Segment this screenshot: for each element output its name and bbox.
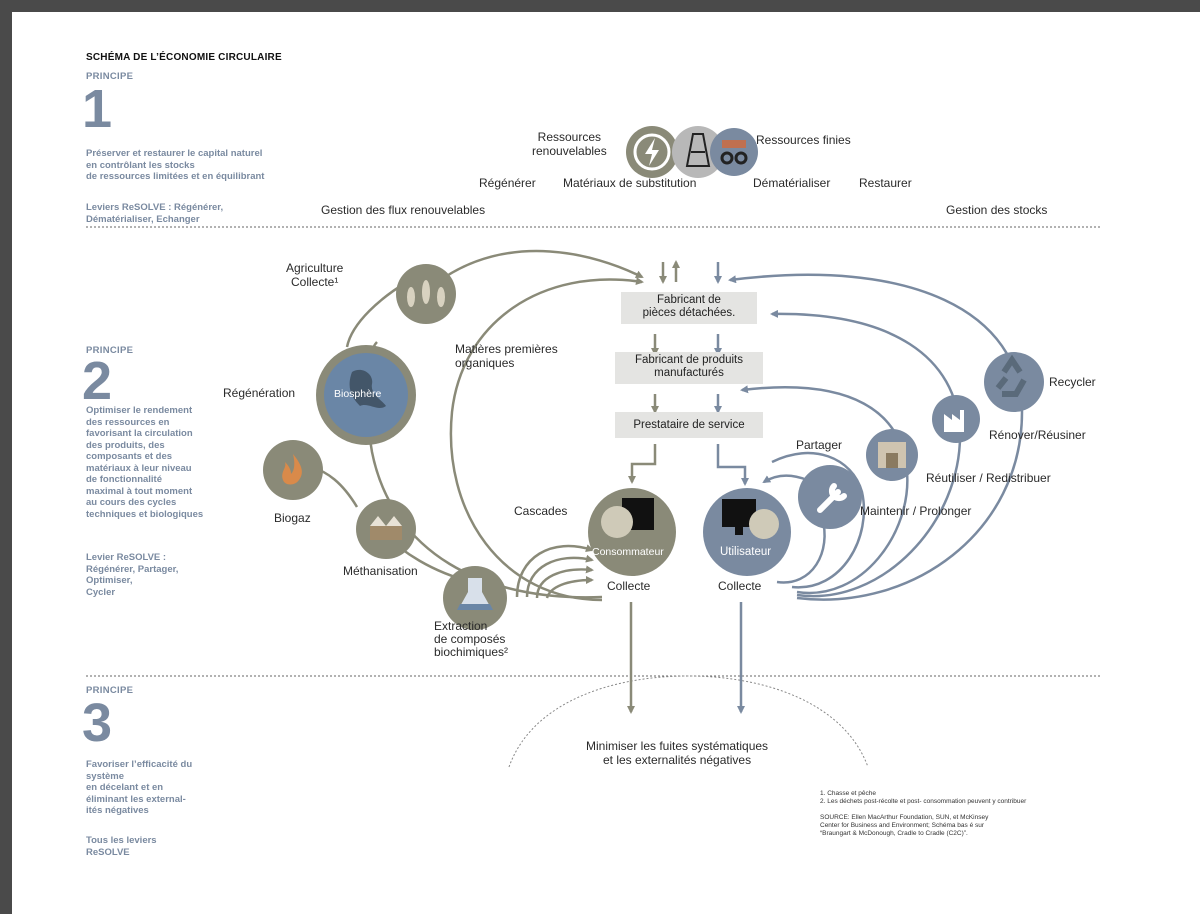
collect-left-label: Collecte: [607, 579, 651, 593]
flask-icon: [458, 578, 492, 610]
collect-right-label: Collecte: [718, 579, 762, 593]
arrow-service-user: [716, 444, 749, 486]
consumer-label: Consommateur: [592, 546, 664, 558]
diagram-graphics: [86, 126, 1100, 768]
regenerate-label: Régénérer: [479, 176, 536, 190]
oil-derrick-icon: [685, 133, 711, 167]
flow-agri-to-parts: [444, 249, 644, 279]
flame-icon: [282, 454, 302, 485]
principle-3-label: PRINCIPE: [86, 685, 134, 696]
finite-resources-label: Ressources finies: [756, 133, 851, 147]
share-arrow: [762, 474, 808, 484]
mine-cart-icon: [722, 140, 746, 148]
flow-management-label: Gestion des flux renouvelables: [321, 203, 486, 217]
cascade-2: [525, 554, 594, 598]
wrench-icon: [817, 483, 847, 513]
diagram-title: SCHÉMA DE L’ÉCONOMIE CIRCULAIRE: [86, 52, 282, 63]
dematerialize-label: Dématérialiser: [753, 176, 831, 190]
cascade-3: [535, 565, 594, 599]
reuse-label: Réutiliser / Redistribuer: [926, 471, 1051, 485]
loop-maintain: [771, 451, 866, 589]
maintain-label: Maintenir / Prolonger: [860, 504, 972, 518]
share-label: Partager: [796, 438, 843, 452]
cascades-label: Cascades: [514, 504, 568, 518]
cascade-1: [515, 544, 594, 598]
principle-1-levers: Leviers ReSOLVE : Régénérer,Dématérialis…: [86, 202, 224, 225]
diagram-page: SCHÉMA DE L’ÉCONOMIE CIRCULAIRE PRINCIPE…: [12, 12, 1200, 914]
loop-recycle: [728, 273, 1024, 601]
principle-2-levers: Levier ReSOLVE :Régénérer, Partager,Opti…: [86, 552, 179, 598]
stock-management-label: Gestion des stocks: [946, 203, 1048, 217]
methanisation-label: Méthanisation: [343, 564, 418, 578]
biosphere-label: Biosphère: [334, 388, 382, 400]
principle-3-number: 3: [82, 693, 113, 753]
methanisation-icon: [370, 526, 402, 540]
user-label: Utilisateur: [720, 546, 772, 558]
recycle-label: Recycler: [1049, 375, 1096, 389]
principle-2-label: PRINCIPE: [86, 345, 134, 356]
principle-1-label: PRINCIPE: [86, 71, 134, 82]
principle-1-desc: Préserver et restaurer le capital nature…: [86, 148, 265, 182]
regeneration-label: Régénération: [223, 386, 296, 400]
recycle-icon: [995, 354, 1027, 397]
globe-land: [349, 369, 386, 408]
substitution-label: Matériaux de substitution: [563, 176, 697, 190]
arrow-service-consumer: [628, 444, 657, 484]
principle-2-number: 2: [82, 351, 113, 411]
principle-1-number: 1: [82, 79, 113, 139]
renovate-label: Rénover/Réusiner: [989, 428, 1086, 442]
factory-icon: [944, 410, 964, 432]
source-note: SOURCE: Ellen MacArthur Foundation, SUN,…: [820, 814, 989, 837]
biogaz-node: [263, 440, 323, 500]
cascade-4: [545, 576, 594, 599]
mining-node: [710, 128, 758, 176]
leak-ellipse: [508, 675, 869, 768]
service-provider-box: Prestataire de service: [615, 412, 763, 438]
flow-organic-loop: [449, 277, 644, 602]
recycle-node: [984, 352, 1044, 412]
restore-label: Restaurer: [859, 176, 912, 190]
bolt-icon: [645, 138, 659, 166]
biogaz-label: Biogaz: [274, 511, 311, 525]
